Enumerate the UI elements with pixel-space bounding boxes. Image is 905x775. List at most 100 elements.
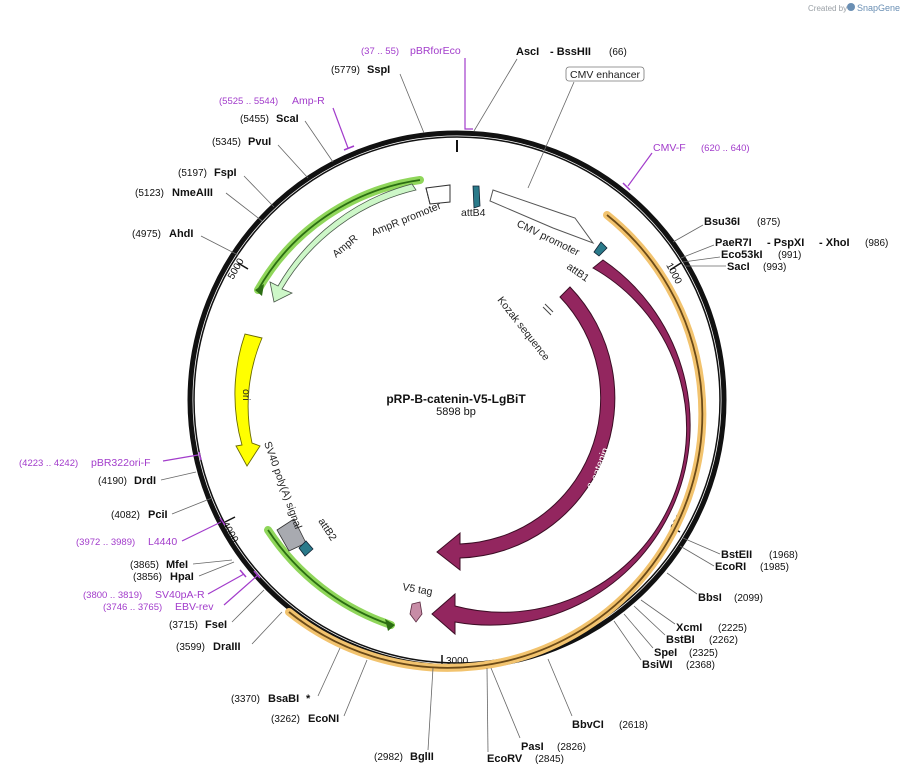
site-draiii[interactable]: DraIII <box>213 641 241 653</box>
bsteii-leader <box>682 537 721 555</box>
pbr322ori-pos: (4223 .. 4242) <box>19 458 78 469</box>
site-nmeaiii[interactable]: NmeAIII <box>172 187 213 199</box>
site-xhoI[interactable]: - XhoI <box>819 237 850 249</box>
site-bsabI[interactable]: BsaBI <box>268 693 299 705</box>
site-bbvcI[interactable]: BbvCI <box>572 719 604 731</box>
bsu36I-leader <box>672 224 704 243</box>
paer7I-leader <box>680 244 715 259</box>
tick-label-3000: 3000 <box>446 656 469 667</box>
cmvf-primer-name: CMV-F <box>653 142 686 154</box>
site-mfeI[interactable]: MfeI <box>166 559 188 571</box>
cmv-enhancer-box[interactable] <box>565 66 645 82</box>
ascI-leader <box>473 58 518 132</box>
scaI-leader <box>304 120 334 163</box>
site-fseI[interactable]: FseI <box>205 619 227 631</box>
ampr-highlight-line <box>257 179 421 291</box>
site-ahdI[interactable]: AhdI <box>169 228 193 240</box>
l4440-primer[interactable] <box>181 521 222 542</box>
site-sspI[interactable]: SspI <box>367 64 390 76</box>
site-bbvcI-pos: (2618) <box>619 720 648 731</box>
site-pvuI[interactable]: PvuI <box>248 136 271 148</box>
site-bsshii[interactable]: - BssHII <box>550 46 591 58</box>
ampr-promoter-label: AmpR promoter <box>370 200 444 239</box>
attb4-feature[interactable] <box>472 185 481 209</box>
attb1-feature[interactable] <box>593 241 608 257</box>
ori-feature[interactable] <box>234 333 263 467</box>
ebvrev-primer-mark <box>253 570 261 579</box>
site-fspI-pos: (5197) <box>178 168 207 179</box>
site-bbsI[interactable]: BbsI <box>698 592 722 604</box>
site-bsshii-name: BssHII <box>557 46 591 58</box>
v5-tag-label: V5 tag <box>401 581 433 598</box>
site-pciI[interactable]: PciI <box>148 509 168 521</box>
site-pciI-pos: (4082) <box>111 510 140 521</box>
ebvrev-primer[interactable] <box>223 574 259 606</box>
sv40-label: SV40 poly(A) signal <box>261 440 304 531</box>
site-pspxI[interactable]: - PspXI <box>767 237 804 249</box>
cmvf-primer[interactable] <box>627 152 653 187</box>
plasmid-name: pRP-B-catenin-V5-LgBiT <box>386 392 526 406</box>
l4440-primer-mark <box>219 517 226 526</box>
kozak-feature[interactable] <box>544 303 554 313</box>
ampr-primer[interactable] <box>332 107 349 149</box>
created-by-text: Created by <box>808 4 847 13</box>
mfeI-leader <box>192 559 233 565</box>
site-econI[interactable]: EcoNI <box>308 713 339 725</box>
site-bglII[interactable]: BglII <box>410 751 434 763</box>
site-bsiwI-pos: (2368) <box>686 660 715 671</box>
snapgene-logo-icon <box>847 3 855 11</box>
ecorv-leader <box>486 667 489 753</box>
site-xcmI[interactable]: XcmI <box>676 622 702 634</box>
cmv-promoter-feature[interactable] <box>489 189 595 245</box>
tick-4000 <box>224 516 236 523</box>
v5-tag-feature[interactable] <box>409 601 423 623</box>
pbrforeco-primer[interactable] <box>464 58 473 130</box>
bbsI-leader <box>666 572 698 595</box>
site-bsiwI[interactable]: BsiWI <box>642 659 673 671</box>
site-ascI-pos: (66) <box>609 47 627 58</box>
attb2-feature[interactable] <box>298 540 314 557</box>
hpaI-leader <box>198 561 235 577</box>
ctnnb1-feature[interactable] <box>431 259 691 636</box>
site-speI[interactable]: SpeI <box>654 647 677 659</box>
beta-catenin-feature[interactable] <box>436 286 616 572</box>
site-bsteii[interactable]: BstEII <box>721 549 752 561</box>
ampr-primer-pos: (5525 .. 5544) <box>219 96 278 107</box>
site-bsu36I[interactable]: Bsu36I <box>704 216 740 228</box>
site-pasI[interactable]: PasI <box>521 741 544 753</box>
site-fspI[interactable]: FspI <box>214 167 237 179</box>
site-ecoRI[interactable]: EcoRI <box>715 561 746 573</box>
ctnnb1-label: CTNNB1 <box>635 466 662 510</box>
site-paer7I[interactable]: PaeR7I <box>715 237 752 249</box>
site-pspxI-name: PspXI <box>774 237 805 249</box>
sv40par-primer-mark <box>239 569 247 578</box>
site-sacI-pos: (993) <box>763 262 786 273</box>
site-sacI[interactable]: SacI <box>727 261 750 273</box>
kozak-label: Kozak sequence <box>495 294 552 363</box>
ampr-promoter-divider <box>425 187 431 205</box>
pciI-leader <box>171 497 213 515</box>
plasmid-size: 5898 bp <box>436 406 476 418</box>
bsiwI-leader <box>613 620 642 661</box>
ahdI-leader <box>200 235 239 256</box>
site-drdI[interactable]: DrdI <box>134 475 156 487</box>
ampr-feature[interactable] <box>269 183 417 303</box>
site-ascI[interactable]: AscI <box>516 46 539 58</box>
site-hpaI[interactable]: HpaI <box>170 571 194 583</box>
site-eco53kI[interactable]: Eco53kI <box>721 249 763 261</box>
pbr322ori-primer[interactable] <box>162 454 199 462</box>
ecoRI-leader <box>679 545 715 567</box>
site-ecorv[interactable]: EcoRV <box>487 753 523 765</box>
pbrforeco-name: pBRforEco <box>410 45 461 57</box>
sv40par-primer[interactable] <box>207 573 245 595</box>
sv40-highlight-line <box>267 529 392 626</box>
attb2-label: attB2 <box>315 516 339 543</box>
site-bstbI[interactable]: BstBI <box>666 634 695 646</box>
speI-leader <box>623 613 654 649</box>
pasI-leader <box>490 667 521 739</box>
site-pasI-pos: (2826) <box>557 742 586 753</box>
ampr-label: AmpR <box>330 232 360 260</box>
sv40par-pos: (3800 .. 3819) <box>83 590 142 601</box>
site-scaI[interactable]: ScaI <box>276 113 299 125</box>
bsabI-leader <box>317 647 341 697</box>
